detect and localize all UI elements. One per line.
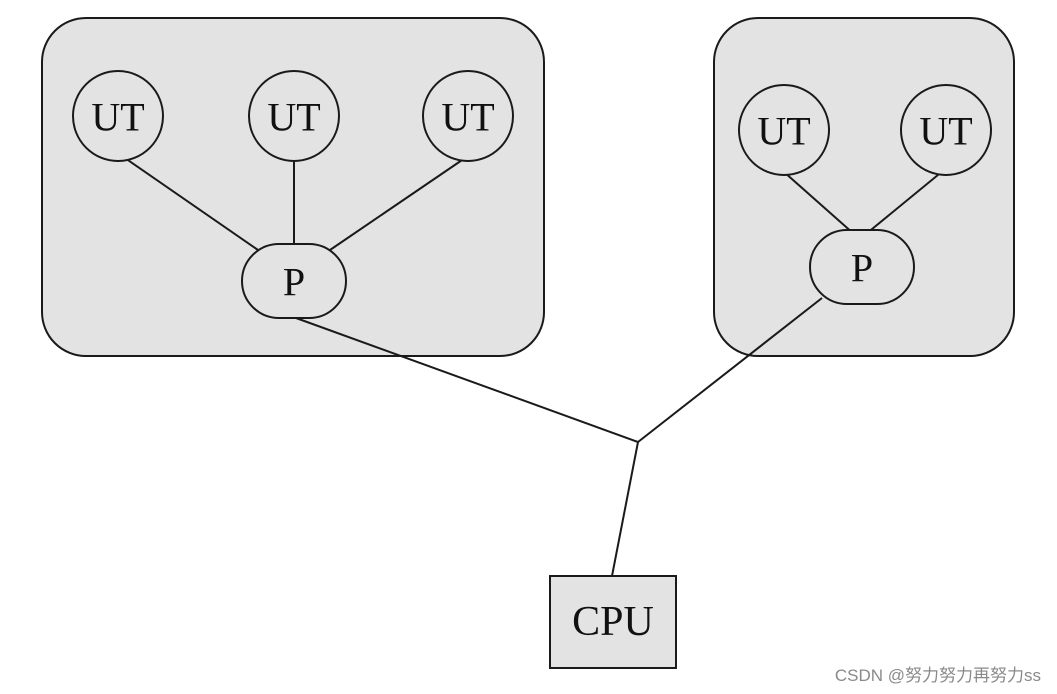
edge-p1-to-junction	[295, 317, 639, 443]
process-label: P	[851, 246, 873, 291]
thread-label: UT	[757, 109, 810, 154]
edge-ut3-to-p1	[329, 155, 469, 251]
cpu-label: CPU	[572, 599, 654, 645]
thread-label: UT	[91, 95, 144, 140]
watermark-text: CSDN @努力努力再努力ss	[834, 666, 1041, 685]
thread-node: UT	[422, 70, 514, 162]
thread-label: UT	[441, 95, 494, 140]
thread-node: UT	[738, 84, 830, 176]
thread-label: UT	[919, 109, 972, 154]
process-group-box-2	[713, 17, 1015, 357]
thread-node: UT	[248, 70, 340, 162]
edge-junction-to-cpu	[611, 441, 639, 577]
process-label: P	[283, 260, 305, 305]
edge-p2-to-junction	[637, 297, 823, 443]
edge-ut1-to-p1	[121, 155, 259, 251]
edge-ut5-to-p2	[865, 169, 945, 235]
process-node: P	[809, 229, 915, 305]
process-node: P	[241, 243, 347, 319]
thread-label: UT	[267, 95, 320, 140]
thread-node: UT	[72, 70, 164, 162]
edge-ut4-to-p2	[783, 171, 855, 235]
thread-node: UT	[900, 84, 992, 176]
cpu-node: CPU	[549, 575, 677, 669]
